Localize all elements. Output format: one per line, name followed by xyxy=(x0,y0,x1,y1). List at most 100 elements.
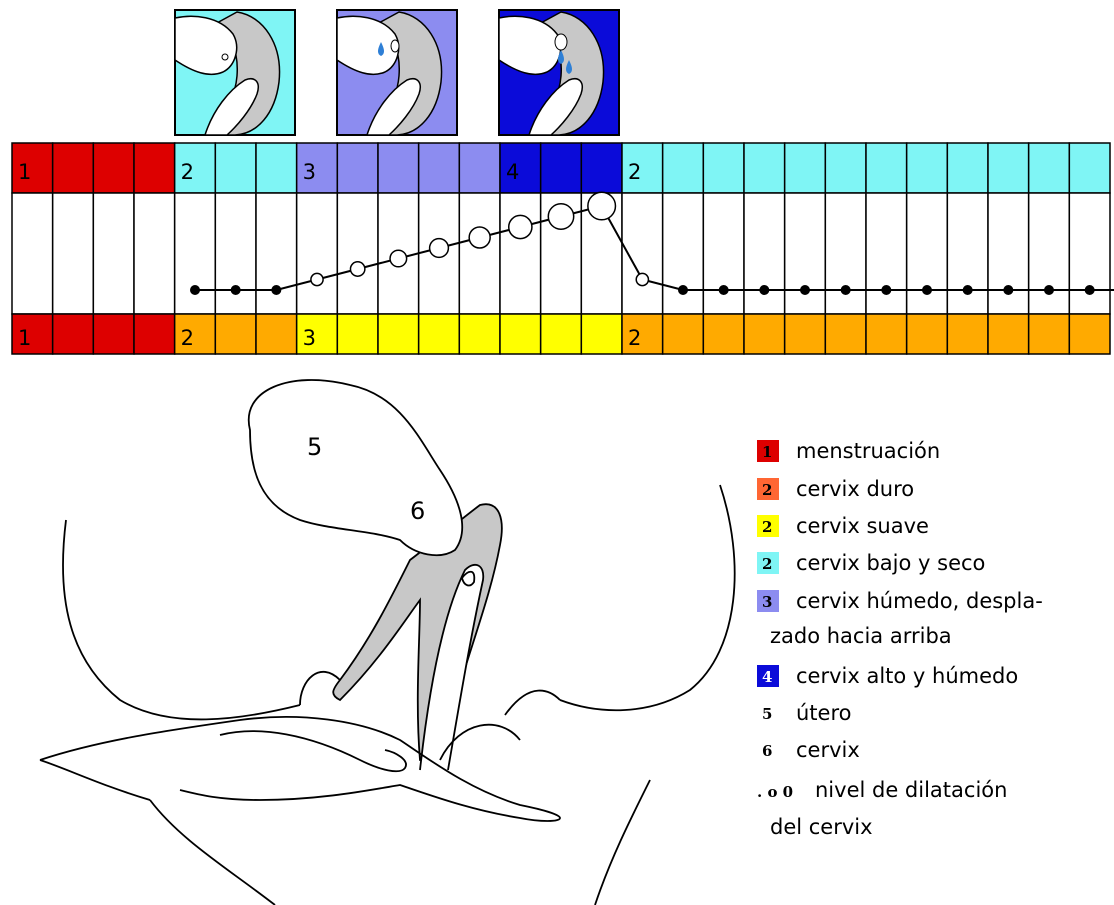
dilation-point xyxy=(759,285,769,295)
svg-text:2: 2 xyxy=(762,555,772,573)
bottom-band-day-cell xyxy=(53,314,94,354)
dilation-day-cell xyxy=(1029,193,1070,314)
dilation-day-cell xyxy=(907,193,948,314)
legend-item-dilation-level: . o 0 nivel de dilatación del cervix xyxy=(757,778,1007,839)
dilation-point xyxy=(719,285,729,295)
dilation-point xyxy=(881,285,891,295)
top-band-day-cell xyxy=(215,143,256,193)
svg-text:nivel de dilatación: nivel de dilatación xyxy=(815,778,1007,802)
bottom-band-day-cell xyxy=(1069,314,1110,354)
dilation-point xyxy=(678,285,688,295)
top-band-day-cell xyxy=(581,143,622,193)
bottom-band-label: 3 xyxy=(303,326,316,350)
top-band-day-cell xyxy=(541,143,582,193)
dilation-day-cell xyxy=(215,193,256,314)
svg-text:zado hacia arriba: zado hacia arriba xyxy=(770,624,952,648)
bottom-band-day-cell xyxy=(378,314,419,354)
top-band-label: 3 xyxy=(303,160,316,184)
svg-text:5: 5 xyxy=(762,705,772,723)
bottom-band-day-cell xyxy=(907,314,948,354)
top-band-day-cell xyxy=(134,143,175,193)
dilation-day-cell xyxy=(825,193,866,314)
legend: 1 menstruación 2 cervix duro 2 cervix su… xyxy=(757,439,1043,839)
dilation-point xyxy=(1085,285,1095,295)
bottom-band-day-cell xyxy=(825,314,866,354)
bottom-band-day-cell xyxy=(744,314,785,354)
hand xyxy=(40,717,560,821)
top-band-day-cell xyxy=(93,143,134,193)
legend-item-high-wet-cervix: 4 cervix alto y húmedo xyxy=(757,664,1018,688)
svg-text:3: 3 xyxy=(762,593,772,611)
top-band-label: 2 xyxy=(181,160,194,184)
legend-item-cervix: 6 cervix xyxy=(762,738,860,762)
dilation-day-cell xyxy=(744,193,785,314)
dilation-day-cell xyxy=(459,193,500,314)
bottom-band-day-cell xyxy=(663,314,704,354)
svg-text:. o 0: . o 0 xyxy=(757,783,793,801)
top-band-day-cell xyxy=(1069,143,1110,193)
top-band xyxy=(12,143,1110,193)
bottom-band-label: 2 xyxy=(181,326,194,350)
svg-text:2: 2 xyxy=(762,518,772,536)
bottom-band-day-cell xyxy=(703,314,744,354)
right-thigh-outline xyxy=(560,485,735,710)
svg-text:1: 1 xyxy=(762,443,772,461)
dilation-point xyxy=(350,262,364,276)
bottom-band-day-cell xyxy=(947,314,988,354)
cervix-illustration-wet xyxy=(499,10,619,135)
top-band-day-cell xyxy=(785,143,826,193)
dilation-point xyxy=(588,192,616,220)
svg-text:cervix suave: cervix suave xyxy=(796,514,929,538)
top-band-day-cell xyxy=(744,143,785,193)
svg-text:4: 4 xyxy=(762,668,772,686)
dilation-point xyxy=(922,285,932,295)
legend-item-uterus: 5 útero xyxy=(762,701,851,725)
bottom-band-day-cell xyxy=(459,314,500,354)
dilation-day-cell xyxy=(866,193,907,314)
legend-item-menstruation: 1 menstruación xyxy=(757,439,940,463)
top-band-day-cell xyxy=(825,143,866,193)
legend-item-soft-cervix: 2 cervix suave xyxy=(757,514,929,538)
left-thigh-outline xyxy=(63,520,300,719)
top-band-day-cell xyxy=(337,143,378,193)
top-band-day-cell xyxy=(947,143,988,193)
cervix-illustration-moist xyxy=(337,10,457,135)
bottom-band-day-cell xyxy=(581,314,622,354)
top-band-day-cell xyxy=(419,143,460,193)
dilation-day-cell xyxy=(12,193,53,314)
bottom-band-day-cell xyxy=(988,314,1029,354)
dilation-point xyxy=(509,215,532,238)
dilation-point xyxy=(636,273,648,285)
uterus-number-label: 5 xyxy=(307,433,322,461)
legend-item-hard-cervix: 2 cervix duro xyxy=(757,477,914,501)
anatomy-drawing xyxy=(40,380,735,905)
bottom-band-day-cell xyxy=(256,314,297,354)
top-band-day-cell xyxy=(1029,143,1070,193)
dilation-point xyxy=(1044,285,1054,295)
dilation-day-cell xyxy=(297,193,338,314)
dilation-point xyxy=(469,227,490,248)
bottom-band-day-cell xyxy=(785,314,826,354)
svg-text:cervix: cervix xyxy=(796,738,860,762)
dilation-day-cell xyxy=(256,193,297,314)
top-band-day-cell xyxy=(663,143,704,193)
bottom-band xyxy=(12,314,1110,354)
svg-text:menstruación: menstruación xyxy=(796,439,940,463)
top-band-day-cell xyxy=(866,143,907,193)
cervix-illustration-dry xyxy=(175,10,295,135)
svg-text:6: 6 xyxy=(762,742,772,760)
legend-item-moist-cervix: 3 cervix húmedo, despla- zado hacia arri… xyxy=(757,589,1043,648)
svg-text:cervix duro: cervix duro xyxy=(796,477,914,501)
bottom-band-day-cell xyxy=(134,314,175,354)
legend-item-low-dry-cervix: 2 cervix bajo y seco xyxy=(757,551,985,575)
top-band-day-cell xyxy=(459,143,500,193)
top-band-label: 1 xyxy=(18,160,31,184)
bottom-band-day-cell xyxy=(93,314,134,354)
bottom-band-day-cell xyxy=(500,314,541,354)
bottom-band-label: 1 xyxy=(18,326,31,350)
svg-text:cervix húmedo, despla-: cervix húmedo, despla- xyxy=(796,589,1043,613)
dilation-point xyxy=(1003,285,1013,295)
uterus-outline xyxy=(249,380,463,555)
bottom-band-day-cell xyxy=(1029,314,1070,354)
dilation-point xyxy=(430,239,449,258)
